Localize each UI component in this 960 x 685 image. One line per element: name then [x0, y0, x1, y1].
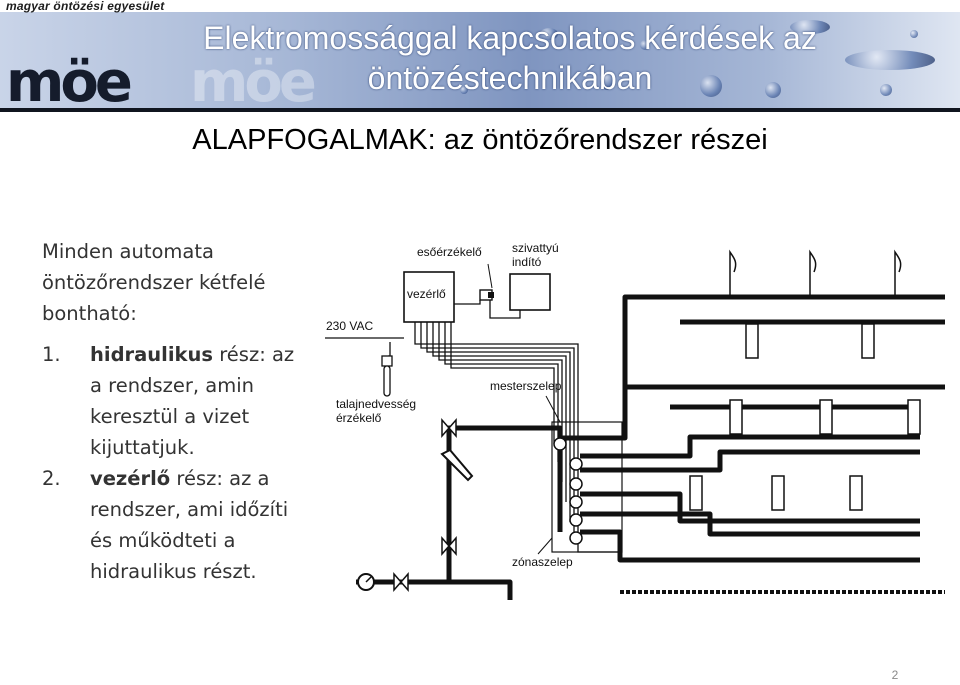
water-drop-decoration — [640, 40, 650, 50]
header-rule — [0, 108, 960, 112]
water-drop-decoration — [910, 30, 918, 38]
list-term: vezérlő — [90, 467, 171, 490]
slide-title-line2: öntözéstechnikában — [367, 60, 653, 96]
list-rest: rész: az a rendszer, amin keresztül a vi… — [90, 343, 295, 459]
slide-title-line1: Elektromossággal kapcsolatos kérdések az — [203, 20, 817, 56]
water-drop-decoration — [845, 50, 935, 70]
sprinkler-heads — [689, 323, 921, 511]
hydraulic-pipes — [356, 294, 945, 600]
master-valve-leader — [545, 395, 561, 423]
zone-valve-icons — [553, 437, 583, 545]
controller-box — [403, 271, 455, 323]
pump-starter-label-line1: szivattyú — [512, 241, 559, 255]
page-number: 2 — [891, 668, 899, 682]
pump-starter-label-line2: indító — [512, 255, 542, 269]
list-text: vezérlő rész: az a rendszer, ami időzíti… — [90, 463, 312, 587]
gate-valve-icon — [393, 418, 457, 592]
spray-heads — [729, 249, 902, 297]
zone-valve-label: zónaszelep — [512, 555, 573, 569]
water-drop-decoration — [880, 84, 892, 96]
slide-title: Elektromossággal kapcsolatos kérdések az… — [120, 18, 900, 98]
list-number: 1. — [42, 343, 61, 366]
water-drop-decoration — [790, 20, 830, 34]
list-term: hidraulikus — [90, 343, 214, 366]
filter-icon — [440, 448, 474, 482]
power-label: 230 VAC — [326, 319, 373, 333]
list-text: hidraulikus rész: az a rendszer, amin ke… — [90, 339, 312, 463]
body-text: Minden automata öntözőrendszer kétfelé b… — [42, 236, 312, 587]
rain-sensor-icon — [479, 263, 494, 301]
pressure-gauge-icon — [357, 573, 375, 591]
master-valve-label: mesterszelep — [490, 379, 562, 393]
list-item-controller: 2. vezérlő rész: az a rendszer, ami időz… — [42, 463, 312, 587]
list-item-hydraulic: 1. hidraulikus rész: az a rendszer, amin… — [42, 339, 312, 463]
zone-valve-leader — [537, 537, 553, 555]
slide-subtitle: ALAPFOGALMAK: az öntözőrendszer részei — [192, 124, 768, 156]
soil-sensor-label-line2: érzékelő — [336, 411, 382, 425]
top-strip — [0, 0, 960, 12]
intro-text: Minden automata öntözőrendszer kétfelé b… — [42, 240, 266, 325]
water-drop-decoration — [700, 75, 722, 97]
list-number: 2. — [42, 467, 61, 490]
moe-logo: möe — [6, 50, 133, 115]
header-banner — [0, 0, 960, 112]
association-name: magyar öntözési egyesület — [6, 0, 165, 13]
controller-label: vezérlő — [407, 287, 446, 301]
soil-sensor-label-line1: talajnedvesség — [336, 397, 416, 411]
logo-watermark: möe — [190, 50, 317, 115]
soil-moisture-sensor-icon — [381, 355, 393, 397]
water-drop-decoration — [540, 28, 558, 40]
water-drop-decoration — [600, 70, 614, 90]
diagram-svg: vezérlő szivattyú indító esőérzékelő 230… — [325, 241, 945, 600]
pump-starter-box — [509, 273, 551, 311]
irrigation-system-diagram: vezérlő szivattyú indító esőérzékelő 230… — [320, 232, 950, 612]
water-drop-decoration — [460, 86, 468, 94]
rain-sensor-label: esőérzékelő — [417, 245, 482, 259]
water-drop-decoration — [765, 82, 781, 98]
valve-manifold-box — [551, 421, 623, 553]
list-rest: rész: az a rendszer, ami időzíti és műkö… — [90, 467, 289, 583]
